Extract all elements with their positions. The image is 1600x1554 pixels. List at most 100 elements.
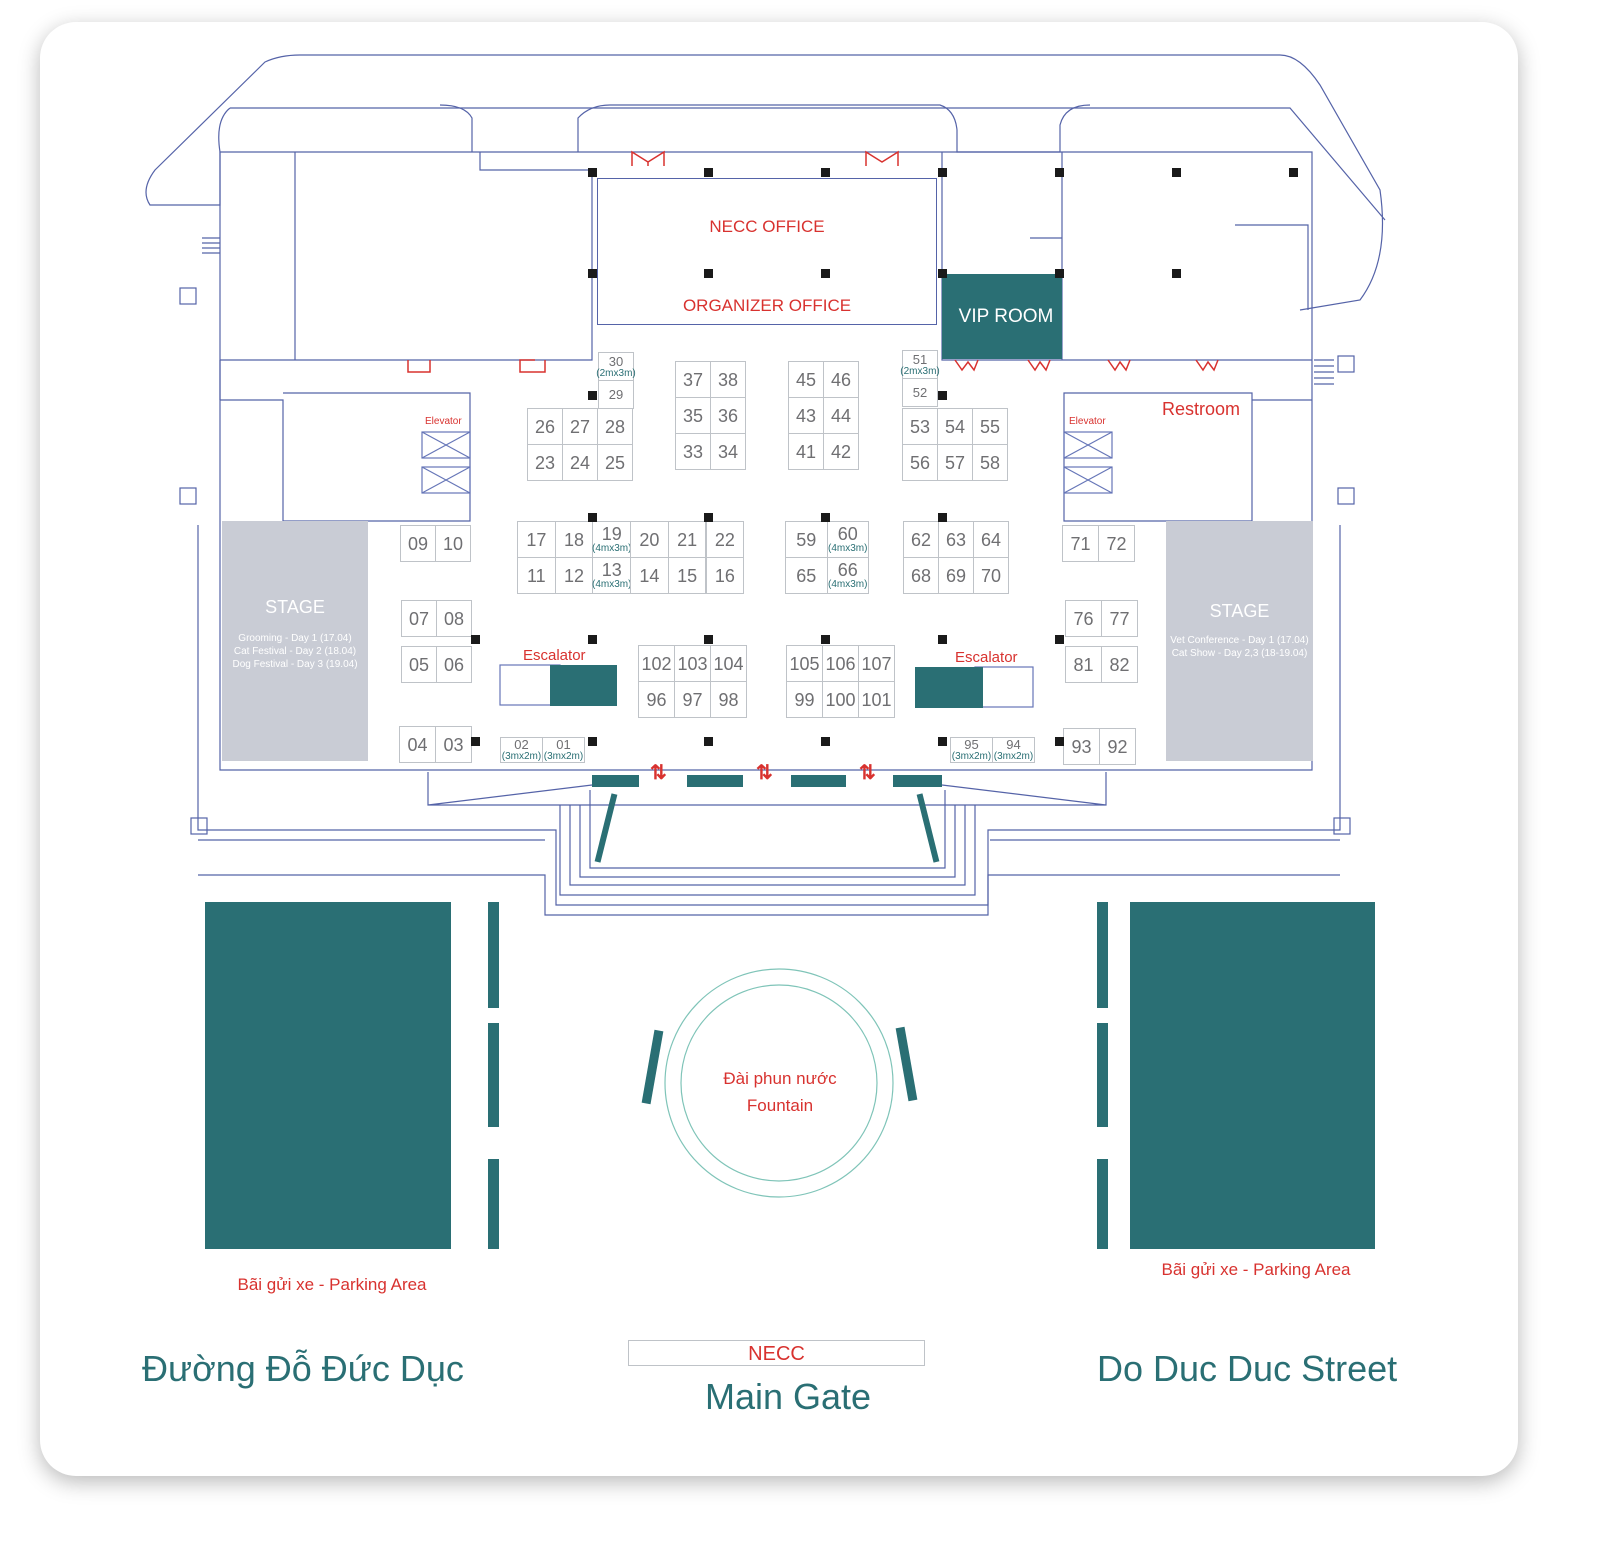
booth-33[interactable]: 33 [675, 433, 711, 470]
booth-46[interactable]: 46 [823, 361, 859, 398]
booth-19[interactable]: 19(4mx3m) [592, 521, 631, 558]
booth-02[interactable]: 02(3mx2m) [500, 737, 543, 763]
booth-44[interactable]: 44 [823, 397, 859, 434]
booth-08[interactable]: 08 [436, 600, 472, 637]
booth-43[interactable]: 43 [788, 397, 824, 434]
booth-size: (4mx3m) [592, 579, 632, 590]
vip-room[interactable] [942, 274, 1062, 359]
pillar [821, 737, 830, 746]
booth-13[interactable]: 13(4mx3m) [592, 557, 631, 594]
booth-51[interactable]: 51(2mx3m) [900, 350, 940, 379]
booth-21[interactable]: 21 [667, 521, 707, 558]
booth-92[interactable]: 92 [1099, 728, 1136, 765]
booth-76[interactable]: 76 [1065, 600, 1102, 637]
booth-07[interactable]: 07 [401, 600, 437, 637]
booth-number: 03 [443, 734, 464, 755]
booth-56[interactable]: 56 [902, 444, 938, 481]
fountain-label[interactable]: Đài phun nước Fountain [680, 1065, 880, 1119]
booth-104[interactable]: 104 [710, 645, 747, 682]
booth-22[interactable]: 22 [705, 521, 745, 558]
booth-59[interactable]: 59 [785, 521, 828, 558]
booth-60[interactable]: 60(4mx3m) [826, 521, 869, 558]
booth-28[interactable]: 28 [597, 408, 633, 445]
booth-45[interactable]: 45 [788, 361, 824, 398]
booth-55[interactable]: 55 [972, 408, 1008, 445]
booth-93[interactable]: 93 [1063, 728, 1100, 765]
booth-36[interactable]: 36 [710, 397, 746, 434]
booth-number: 56 [909, 452, 931, 473]
booth-17[interactable]: 17 [517, 521, 556, 558]
booth-68[interactable]: 68 [903, 557, 939, 594]
escalator-left[interactable] [550, 665, 617, 706]
booth-97[interactable]: 97 [674, 681, 711, 718]
booth-25[interactable]: 25 [597, 444, 633, 481]
booth-34[interactable]: 34 [710, 433, 746, 470]
booth-30[interactable]: 30(2mx3m) [596, 352, 636, 381]
booth-18[interactable]: 18 [554, 521, 594, 558]
booth-09[interactable]: 09 [400, 525, 436, 562]
booth-12[interactable]: 12 [554, 557, 594, 594]
parking-area-left[interactable] [205, 902, 451, 1249]
booth-103[interactable]: 103 [674, 645, 711, 682]
booth-82[interactable]: 82 [1101, 646, 1138, 683]
parking-area-right[interactable] [1130, 902, 1375, 1249]
restroom-label[interactable]: Restroom [1162, 399, 1241, 419]
booth-54[interactable]: 54 [937, 408, 973, 445]
booth-62[interactable]: 62 [903, 521, 939, 558]
booth-14[interactable]: 14 [630, 557, 669, 594]
booth-11[interactable]: 11 [517, 557, 556, 594]
stage-left[interactable]: STAGE Grooming - Day 1 (17.04) Cat Festi… [222, 521, 368, 761]
booth-35[interactable]: 35 [675, 397, 711, 434]
booth-107[interactable]: 107 [858, 645, 895, 682]
booth-38[interactable]: 38 [710, 361, 746, 398]
booth-37[interactable]: 37 [675, 361, 711, 398]
booth-66[interactable]: 66(4mx3m) [826, 557, 869, 594]
booth-106[interactable]: 106 [822, 645, 859, 682]
booth-number: 60 [837, 524, 858, 544]
booth-96[interactable]: 96 [638, 681, 675, 718]
booth-number: 81 [1073, 654, 1094, 675]
booth-23[interactable]: 23 [527, 444, 563, 481]
booth-41[interactable]: 41 [788, 433, 824, 470]
booth-53[interactable]: 53 [902, 408, 938, 445]
main-gate-label[interactable]: Main Gate [704, 1376, 872, 1417]
stage-right[interactable]: STAGE Vet Conference - Day 1 (17.04) Cat… [1166, 521, 1313, 761]
booth-57[interactable]: 57 [937, 444, 973, 481]
booth-69[interactable]: 69 [938, 557, 974, 594]
booth-71[interactable]: 71 [1062, 525, 1099, 562]
booth-77[interactable]: 77 [1101, 600, 1138, 637]
booth-24[interactable]: 24 [562, 444, 598, 481]
booth-06[interactable]: 06 [436, 646, 472, 683]
booth-26[interactable]: 26 [527, 408, 563, 445]
booth-95[interactable]: 95(3mx2m) [950, 737, 993, 763]
booth-81[interactable]: 81 [1065, 646, 1102, 683]
booth-27[interactable]: 27 [562, 408, 598, 445]
booth-94[interactable]: 94(3mx2m) [992, 737, 1035, 763]
booth-58[interactable]: 58 [972, 444, 1008, 481]
booth-42[interactable]: 42 [823, 433, 859, 470]
booth-101[interactable]: 101 [858, 681, 895, 718]
booth-72[interactable]: 72 [1098, 525, 1135, 562]
booth-52[interactable]: 52 [902, 378, 938, 407]
booth-number: 69 [945, 565, 967, 586]
booth-64[interactable]: 64 [973, 521, 1009, 558]
booth-99[interactable]: 99 [786, 681, 823, 718]
booth-102[interactable]: 102 [638, 645, 675, 682]
booth-20[interactable]: 20 [630, 521, 669, 558]
booth-01[interactable]: 01(3mx2m) [542, 737, 585, 763]
booth-29[interactable]: 29 [598, 380, 634, 409]
booth-04[interactable]: 04 [399, 726, 436, 763]
booth-16[interactable]: 16 [705, 557, 745, 594]
booth-10[interactable]: 10 [435, 525, 471, 562]
booth-05[interactable]: 05 [401, 646, 437, 683]
booth-63[interactable]: 63 [938, 521, 974, 558]
booth-number: 17 [526, 529, 547, 550]
booth-105[interactable]: 105 [786, 645, 823, 682]
booth-03[interactable]: 03 [435, 726, 472, 763]
booth-98[interactable]: 98 [710, 681, 747, 718]
booth-100[interactable]: 100 [822, 681, 859, 718]
booth-65[interactable]: 65 [785, 557, 828, 594]
booth-15[interactable]: 15 [667, 557, 707, 594]
escalator-right[interactable] [915, 667, 983, 708]
booth-70[interactable]: 70 [973, 557, 1009, 594]
